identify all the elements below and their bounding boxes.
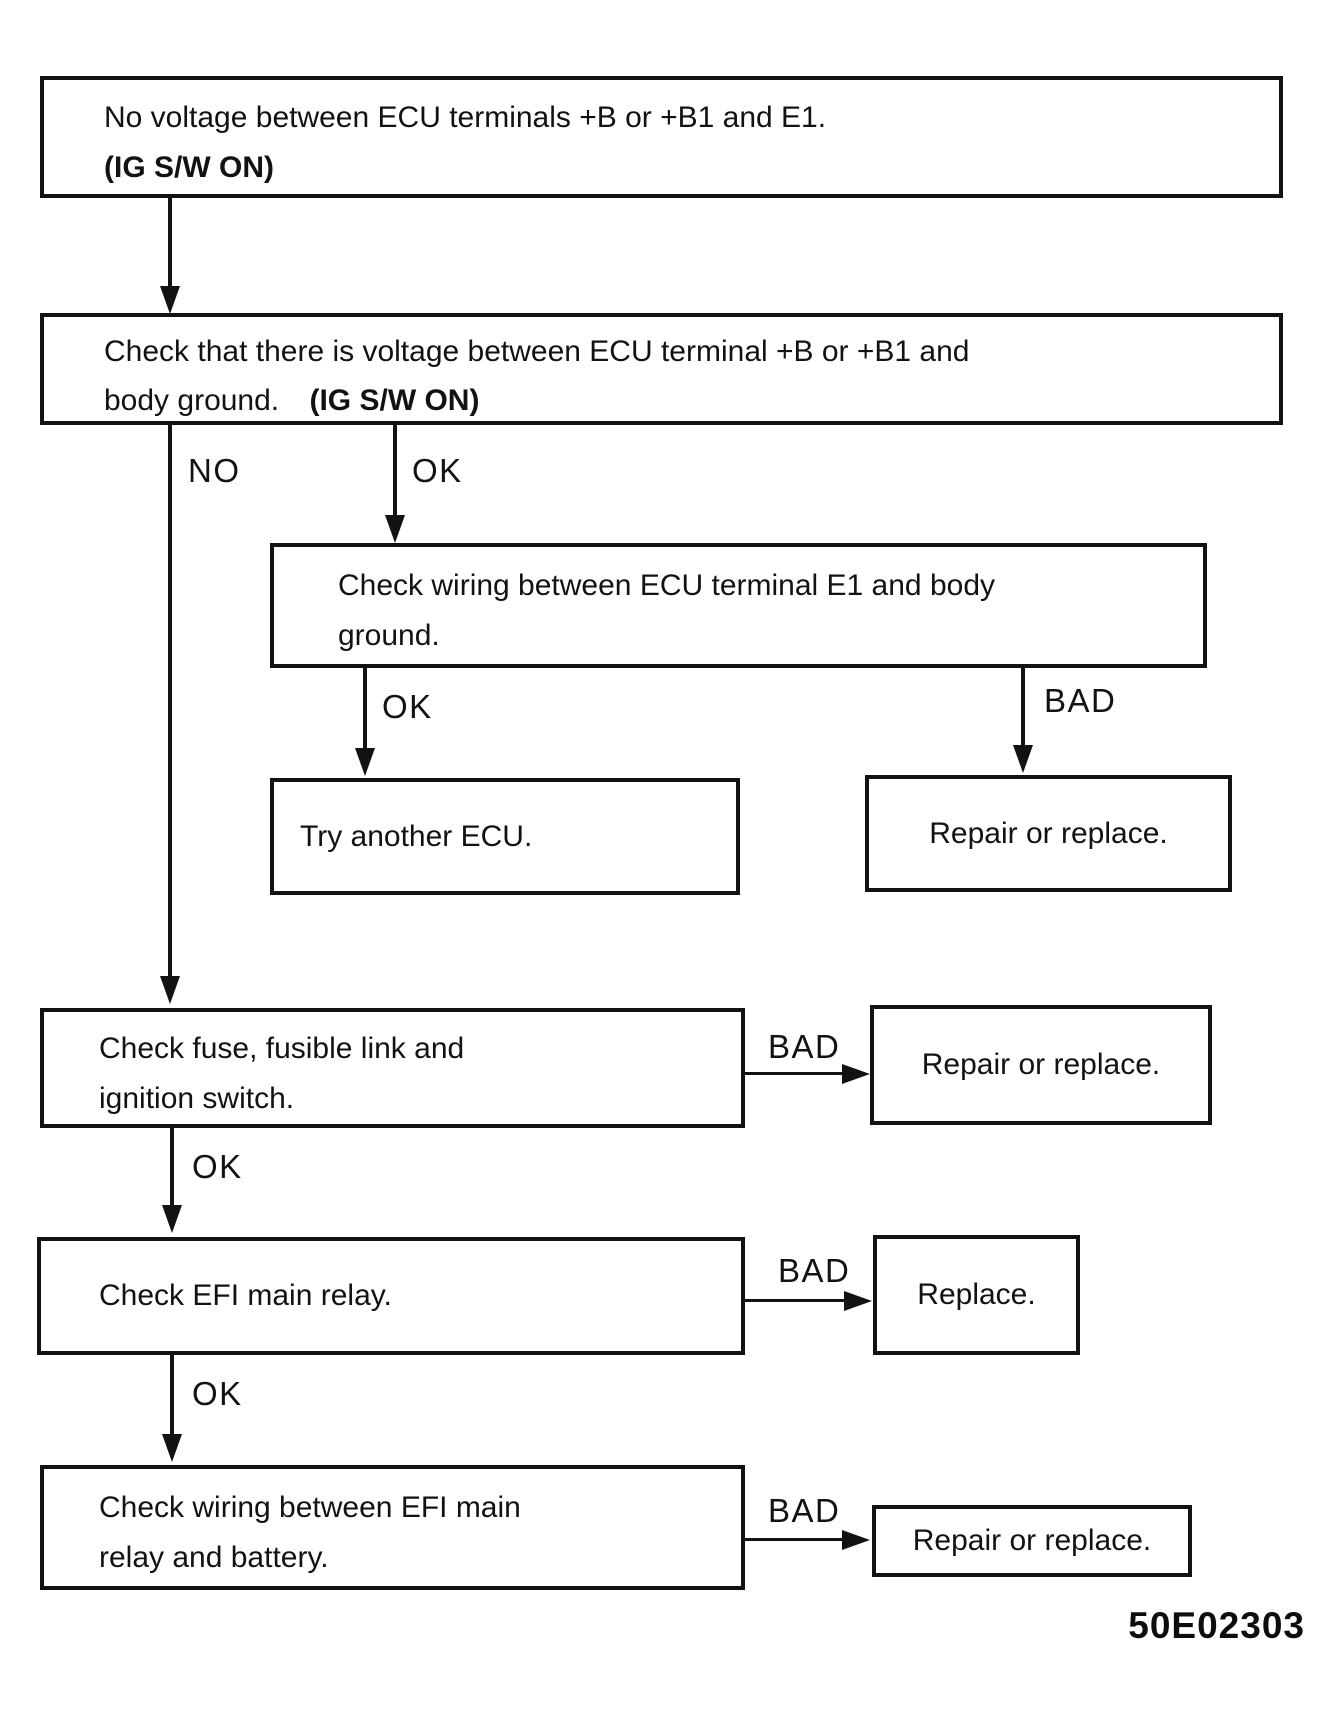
node-check-fuse: Check fuse, fusible link and ignition sw… bbox=[40, 1008, 745, 1128]
edge-bad1-line bbox=[1021, 668, 1025, 748]
node-check-voltage-line2-text: body ground. bbox=[104, 384, 280, 417]
edge-bad2-label: BAD bbox=[768, 1028, 841, 1065]
node-symptom: No voltage between ECU terminals +B or +… bbox=[40, 76, 1283, 198]
edge-ok4-arrowhead-icon bbox=[162, 1434, 182, 1462]
node-symptom-line1: No voltage between ECU terminals +B or +… bbox=[104, 101, 827, 134]
node-repair-or-replace-3: Repair or replace. bbox=[872, 1505, 1192, 1577]
edge-bad3-line bbox=[745, 1299, 847, 1302]
node-repair-or-replace-3-label: Repair or replace. bbox=[912, 1524, 1152, 1557]
node-check-fuse-line1: Check fuse, fusible link and bbox=[99, 1032, 465, 1065]
node-check-voltage-line2: body ground. (IG S/W ON) bbox=[104, 376, 1261, 425]
node-repair-or-replace-2-label: Repair or replace. bbox=[921, 1048, 1161, 1081]
edge-bad4-label: BAD bbox=[768, 1492, 841, 1529]
edge-ok3-label: OK bbox=[192, 1148, 243, 1185]
edge-ok3-arrowhead-icon bbox=[162, 1205, 182, 1233]
edge-ok3-line bbox=[170, 1128, 174, 1208]
node-check-efi-main-relay-label: Check EFI main relay. bbox=[99, 1279, 392, 1312]
node-check-wiring-e1-line1: Check wiring between ECU terminal E1 and… bbox=[338, 569, 995, 602]
node-check-voltage: Check that there is voltage between ECU … bbox=[40, 313, 1283, 425]
edge-symptom-to-check-arrowhead-icon bbox=[160, 286, 180, 314]
edge-ok1-line bbox=[393, 425, 397, 519]
edge-no-line bbox=[168, 425, 172, 980]
figure-code: 50E02303 bbox=[1128, 1605, 1305, 1646]
node-replace: Replace. bbox=[873, 1235, 1080, 1355]
node-check-fuse-line2: ignition switch. bbox=[99, 1082, 295, 1115]
edge-ok2-line bbox=[363, 668, 367, 750]
node-try-another-ecu-label: Try another ECU. bbox=[300, 819, 533, 853]
edge-bad3-arrowhead-icon bbox=[844, 1291, 872, 1311]
node-repair-or-replace-1-label: Repair or replace. bbox=[929, 816, 1168, 850]
edge-bad4-arrowhead-icon bbox=[842, 1530, 870, 1550]
node-symptom-line2: (IG S/W ON) bbox=[104, 151, 274, 184]
edge-ok4-line bbox=[170, 1355, 174, 1437]
edge-ok4-label: OK bbox=[192, 1375, 243, 1412]
node-repair-or-replace-2: Repair or replace. bbox=[870, 1005, 1212, 1125]
node-check-wiring-e1: Check wiring between ECU terminal E1 and… bbox=[270, 543, 1207, 668]
edge-no-arrowhead-icon bbox=[160, 976, 180, 1004]
edge-ok1-arrowhead-icon bbox=[385, 515, 405, 543]
edge-bad1-arrowhead-icon bbox=[1013, 745, 1033, 773]
node-repair-or-replace-1: Repair or replace. bbox=[865, 775, 1232, 892]
edge-bad1-label: BAD bbox=[1044, 682, 1117, 719]
node-check-wiring-relay-line2: relay and battery. bbox=[99, 1541, 329, 1574]
node-check-voltage-line1: Check that there is voltage between ECU … bbox=[104, 335, 970, 368]
edge-bad4-line bbox=[745, 1538, 845, 1541]
node-check-wiring-relay: Check wiring between EFI main relay and … bbox=[40, 1465, 745, 1590]
edge-symptom-to-check-line bbox=[168, 198, 172, 290]
edge-bad3-label: BAD bbox=[778, 1252, 851, 1289]
node-check-wiring-e1-line2: ground. bbox=[338, 619, 440, 652]
node-check-voltage-line2-bold: (IG S/W ON) bbox=[309, 384, 480, 417]
edge-bad2-line bbox=[745, 1072, 845, 1075]
node-try-another-ecu: Try another ECU. bbox=[270, 778, 740, 895]
node-check-wiring-relay-line1: Check wiring between EFI main bbox=[99, 1491, 521, 1524]
node-check-efi-main-relay: Check EFI main relay. bbox=[37, 1237, 745, 1355]
edge-no-label: NO bbox=[188, 452, 241, 489]
edge-ok1-label: OK bbox=[412, 452, 463, 489]
edge-ok2-arrowhead-icon bbox=[355, 748, 375, 776]
node-replace-label: Replace. bbox=[917, 1278, 1036, 1311]
edge-bad2-arrowhead-icon bbox=[842, 1064, 870, 1084]
edge-ok2-label: OK bbox=[382, 688, 433, 725]
